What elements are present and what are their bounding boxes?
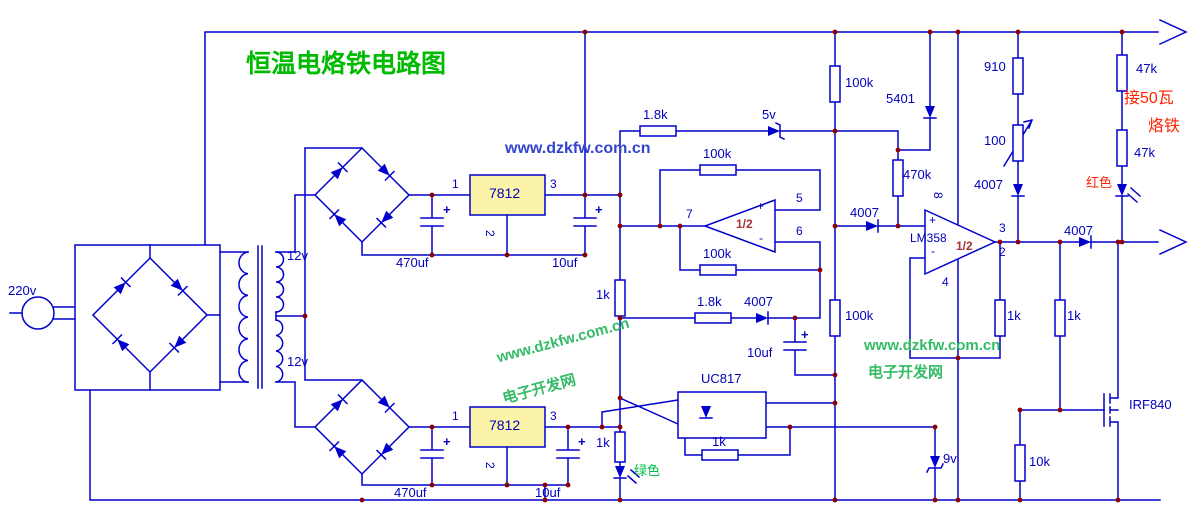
res-1k8-2 (694, 312, 732, 324)
res-470k (892, 159, 904, 197)
res-100k-4 (699, 264, 737, 276)
res-1k-r2 (1054, 299, 1066, 337)
upper-supply-wires (361, 31, 621, 256)
opamp1-network (619, 31, 937, 501)
led-green (613, 465, 627, 479)
res-100k-2 (829, 299, 841, 337)
res-100k-3 (699, 164, 737, 176)
junction-dots (302, 29, 1125, 503)
res-1k-bus (614, 279, 626, 317)
opamp-1 (702, 198, 776, 254)
bridge-rectifier-upper (313, 146, 411, 244)
resistors (614, 54, 1128, 482)
regulator-7812-2 (469, 406, 546, 448)
optocoupler-uc817 (601, 391, 936, 501)
bridge-rectifier-main (74, 244, 221, 391)
res-47k-1 (1116, 54, 1128, 92)
res-47k-2 (1116, 129, 1128, 167)
res-1k-r1 (994, 299, 1006, 337)
res-10k (1014, 444, 1026, 482)
diode-4007-4 (1078, 235, 1092, 249)
transformer (219, 147, 363, 428)
pot-100 (1012, 124, 1024, 162)
mains-plug (9, 296, 95, 330)
regulator-7812-1 (469, 174, 546, 216)
mosfet-irf840 (1103, 241, 1119, 501)
diode-4007-3 (865, 219, 879, 233)
diode-4007-5 (1011, 183, 1025, 197)
res-100k-1 (829, 65, 841, 103)
power-rails (89, 19, 1188, 501)
res-910 (1012, 57, 1024, 95)
opamp-lm358 (924, 208, 997, 276)
res-1k8-1 (639, 125, 677, 137)
led-red (1115, 183, 1129, 197)
lm358-network (834, 31, 1159, 501)
lower-supply-wires (361, 426, 621, 501)
bridge-rectifier-lower (313, 378, 411, 476)
diode-4007-2 (755, 311, 769, 325)
diode-5401 (923, 105, 937, 119)
res-1k-bot (614, 431, 626, 463)
res-1k-uc (701, 449, 739, 461)
